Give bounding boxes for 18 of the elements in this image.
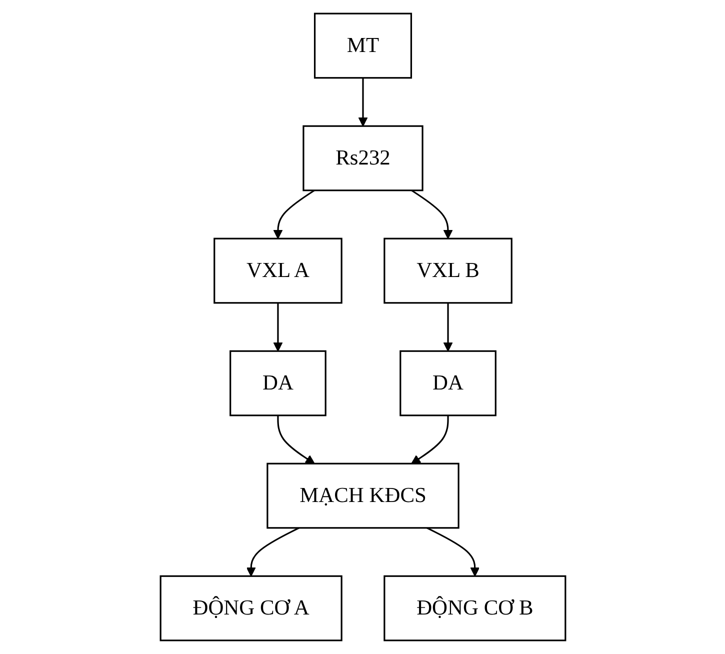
node-box: VXL A <box>213 238 342 304</box>
arrow <box>442 302 452 352</box>
arrow <box>358 78 368 126</box>
arrow <box>246 527 299 577</box>
node-box: Rs232 <box>302 125 423 192</box>
node-box: DA <box>399 350 496 416</box>
node-box: DA <box>229 350 326 416</box>
node-box: ĐỘNG CƠ B <box>383 575 566 642</box>
arrow <box>426 527 480 577</box>
arrow <box>276 415 314 464</box>
arrow <box>272 190 314 240</box>
node-box: ĐỘNG CƠ A <box>159 575 342 642</box>
arrow <box>410 190 452 240</box>
arrow <box>272 302 282 352</box>
arrow <box>410 415 448 464</box>
node-box: VXL B <box>383 238 512 304</box>
node-box: MT <box>313 12 412 79</box>
node-box: MẠCH KĐCS <box>266 462 459 529</box>
